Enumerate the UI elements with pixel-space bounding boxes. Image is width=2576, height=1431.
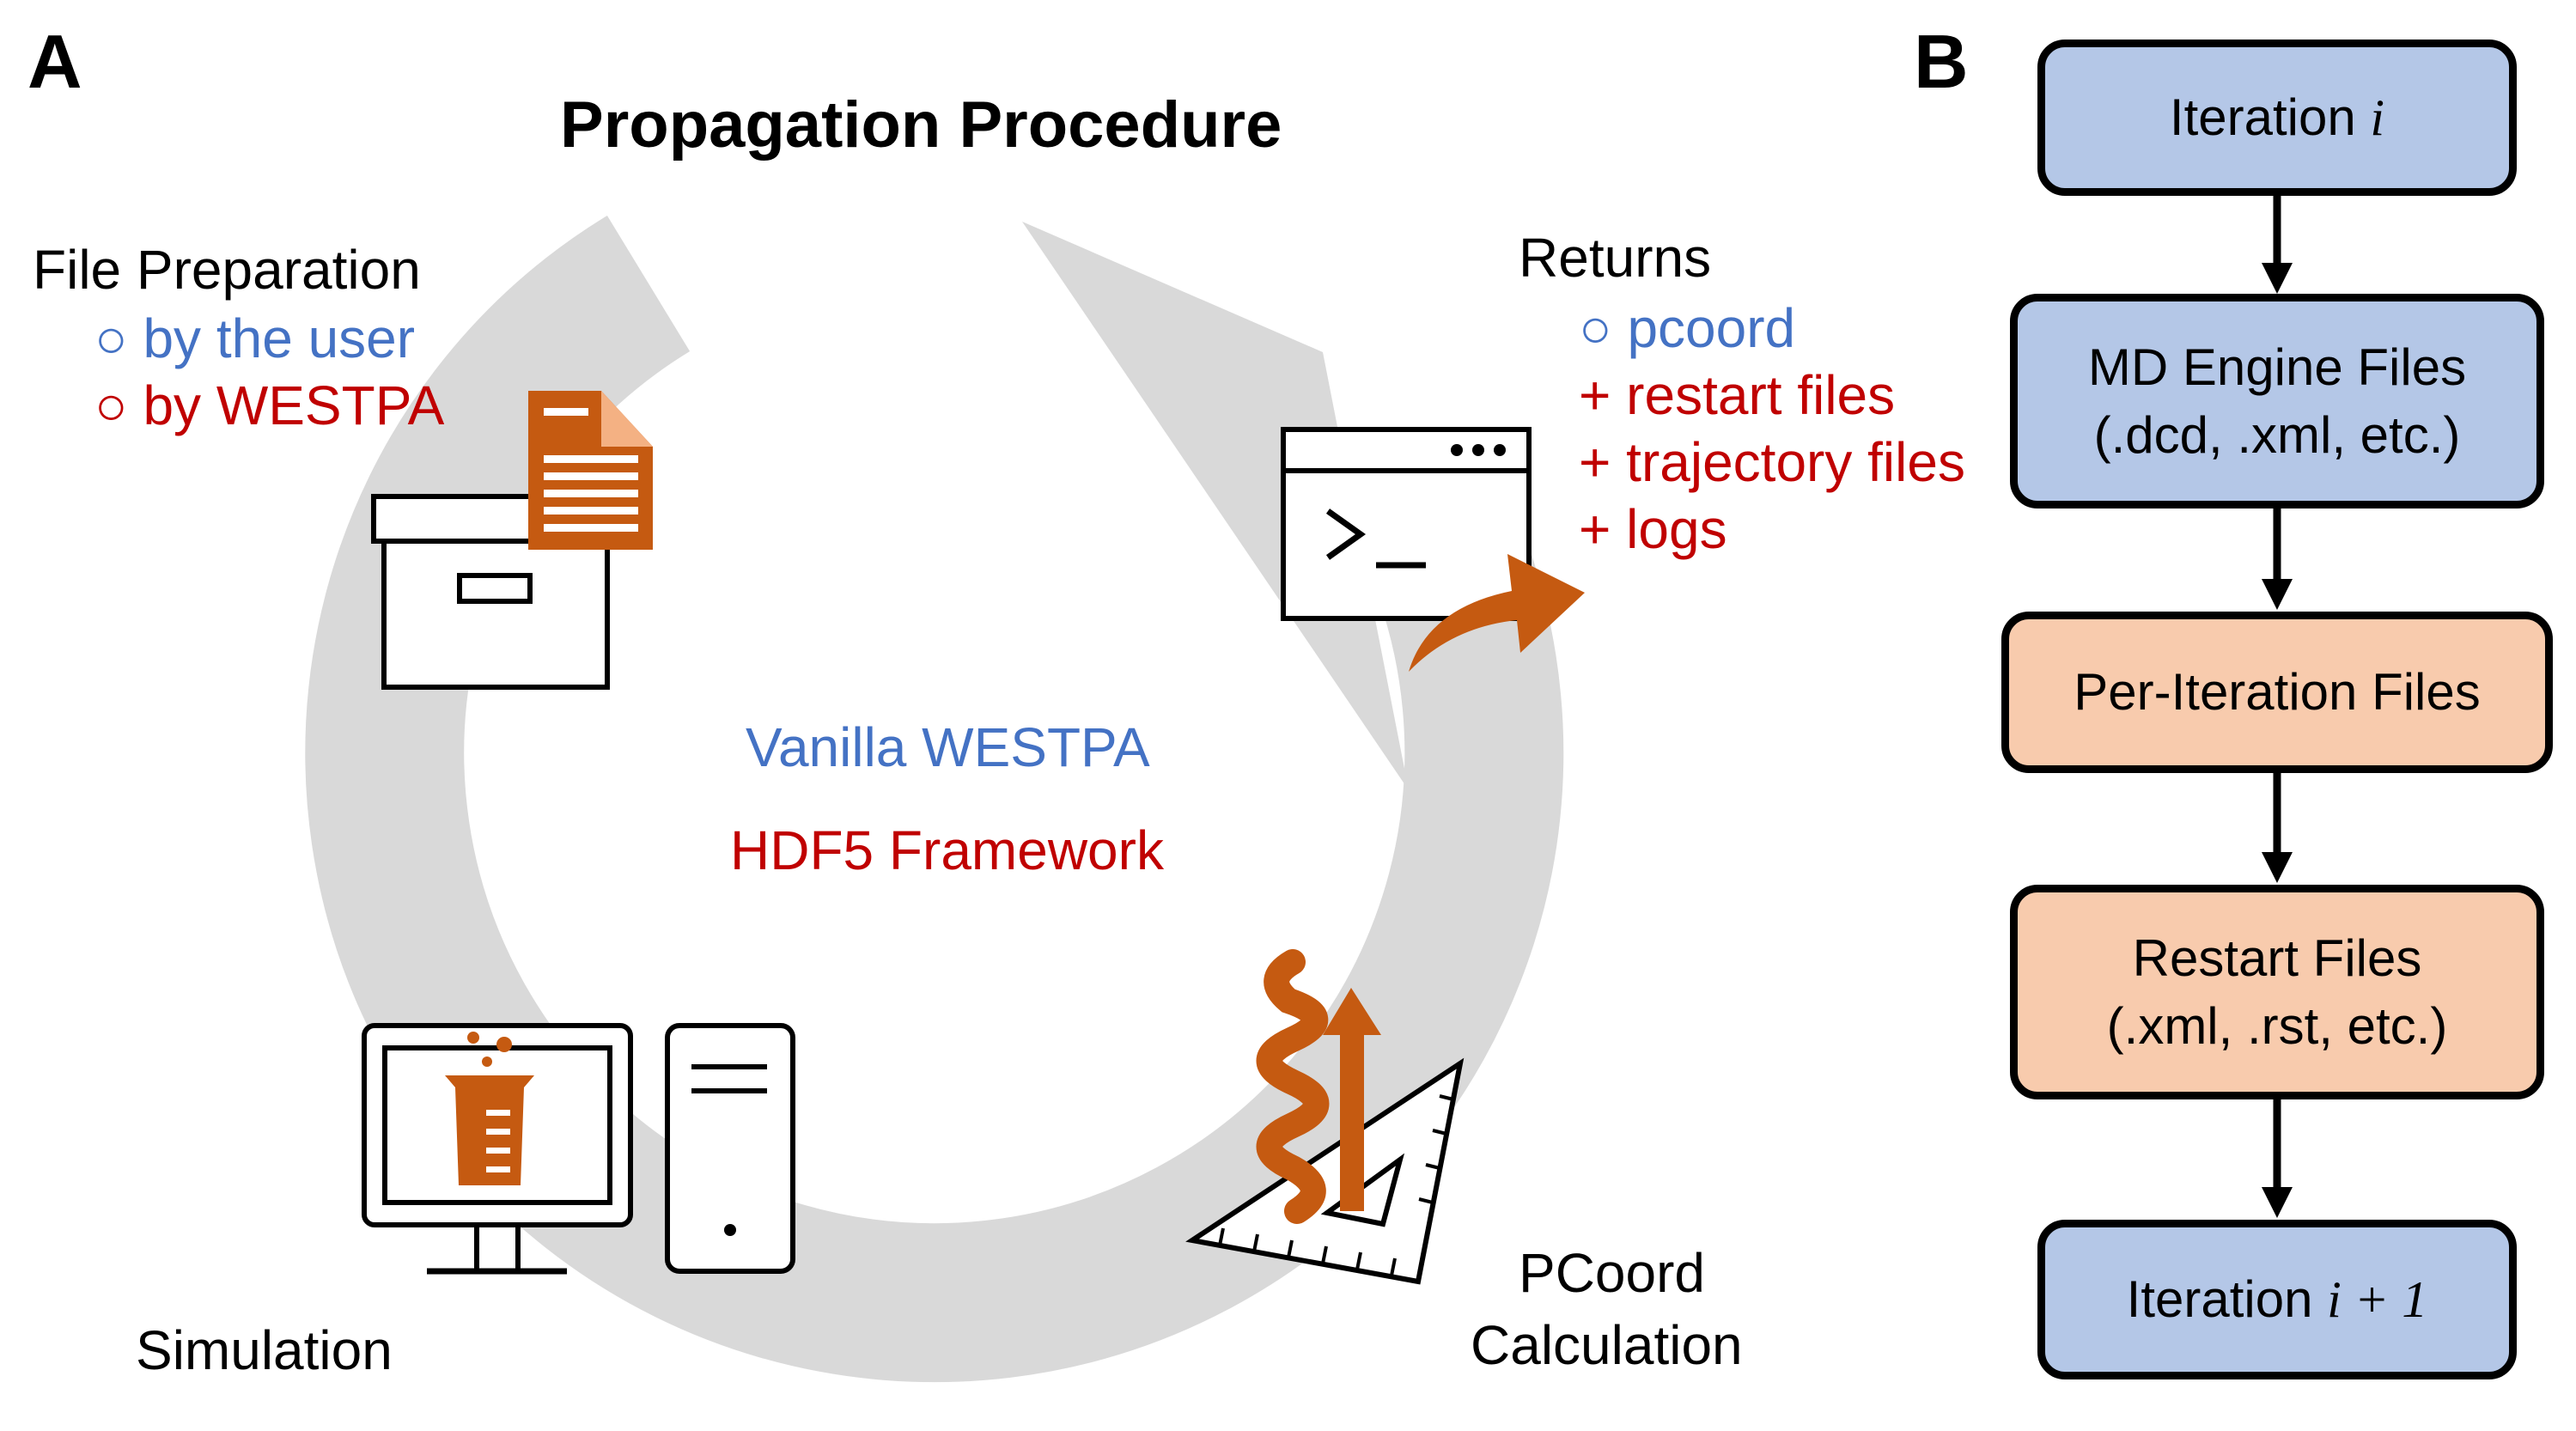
file-preparation-item-westpa: ○ by WESTPA — [94, 374, 445, 436]
returns-item-trajectory: + trajectory files — [1579, 431, 1965, 493]
pcoord-label-line2: Calculation — [1471, 1314, 1743, 1376]
flow-box-iteration-i-plus-1: Iteration i + 1 — [2037, 1220, 2517, 1379]
panel-b-letter: B — [1914, 19, 1969, 104]
flow-box-per-iteration-label: Per-Iteration Files — [2074, 663, 2481, 722]
returns-item-logs: + logs — [1579, 498, 1727, 560]
flow-box-md-engine-files: MD Engine Files (.dcd, .xml, etc.) — [2010, 294, 2544, 508]
simulation-label: Simulation — [136, 1319, 393, 1381]
flow-box-iteration-i: Iteration i — [2037, 40, 2517, 196]
returns-heading: Returns — [1519, 227, 1712, 289]
file-preparation-heading: File Preparation — [33, 239, 421, 301]
pcoord-label-line1: PCoord — [1519, 1242, 1705, 1304]
flow-box-md-engine-line2: (.dcd, .xml, etc.) — [2093, 406, 2461, 464]
flow-box-restart-line1: Restart Files — [2132, 929, 2422, 987]
flow-box-iteration-next-math: i + 1 — [2327, 1270, 2428, 1328]
center-label-hdf5: HDF5 Framework — [730, 819, 1164, 881]
center-label-vanilla: Vanilla WESTPA — [746, 716, 1150, 778]
page-title: Propagation Procedure — [560, 88, 1282, 161]
panel-a-letter: A — [27, 19, 82, 104]
returns-item-restart: + restart files — [1579, 364, 1896, 426]
flow-box-per-iteration-files: Per-Iteration Files — [2001, 612, 2553, 773]
returns-item-pcoord: ○ pcoord — [1579, 297, 1796, 359]
file-preparation-item-user: ○ by the user — [94, 308, 416, 369]
flow-box-iteration-i-label: Iteration — [2169, 88, 2371, 146]
flow-box-restart-files: Restart Files (.xml, .rst, etc.) — [2010, 885, 2544, 1099]
flow-box-iteration-next-label: Iteration — [2126, 1270, 2328, 1328]
flow-box-md-engine-line1: MD Engine Files — [2087, 338, 2467, 396]
flow-box-restart-line2: (.xml, .rst, etc.) — [2106, 997, 2448, 1055]
flow-box-iteration-i-math: i — [2370, 88, 2385, 146]
